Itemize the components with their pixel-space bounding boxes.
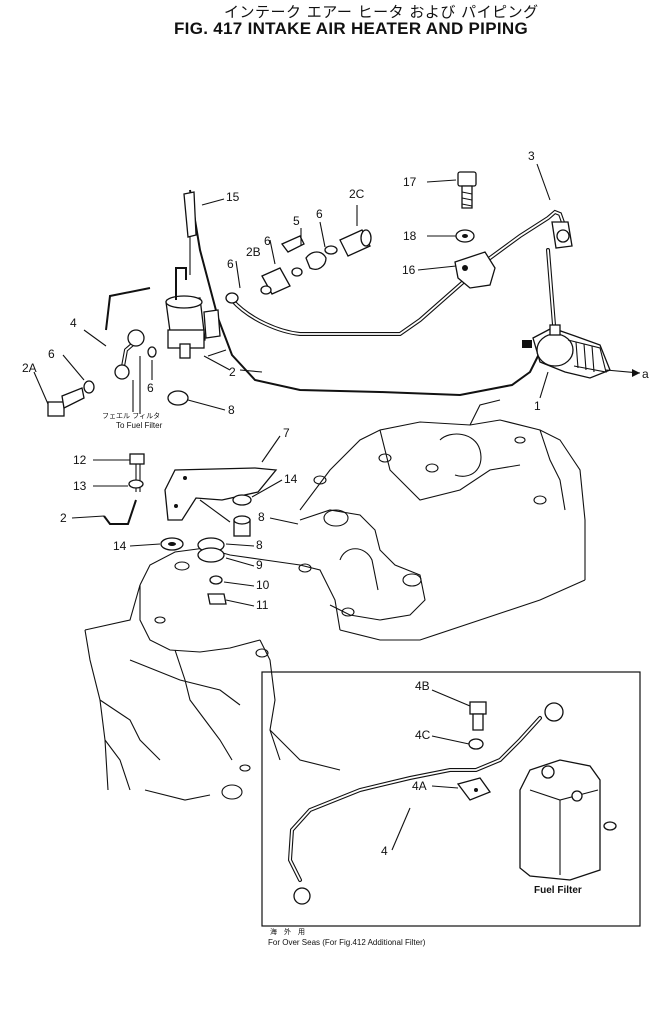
callout-4c: 4C xyxy=(415,728,431,742)
callout-17: 17 xyxy=(403,175,417,189)
eye-bolts-group xyxy=(225,229,372,304)
engine-block xyxy=(84,399,586,801)
callout-6c: 6 xyxy=(227,257,234,271)
callout-18: 18 xyxy=(403,229,417,243)
fuel-filter-label-jp: フェエル フィルタ xyxy=(102,411,160,420)
wire-2 xyxy=(103,499,137,525)
heater-body-2 xyxy=(105,267,231,371)
callout-2c: 2C xyxy=(349,187,365,201)
callout-1: 1 xyxy=(534,399,541,413)
callout-4: 4 xyxy=(70,316,77,330)
figure-title: FIG. 417 INTAKE AIR HEATER AND PIPING xyxy=(174,19,528,38)
callout-9: 9 xyxy=(256,558,263,572)
callout-2a: 2A xyxy=(22,361,37,375)
inset-fuel-filter-label: Fuel Filter xyxy=(534,885,582,896)
callout-14a: 14 xyxy=(284,472,298,486)
callout-6a: 6 xyxy=(316,207,323,221)
callout-4b: 4B xyxy=(415,679,430,693)
callout-2b: 2B xyxy=(246,245,261,259)
callout-a: a xyxy=(642,367,649,381)
inset-note-jp: 海 外 用 xyxy=(270,927,305,936)
callout-14b: 14 xyxy=(113,539,127,553)
washer-14a xyxy=(232,494,252,506)
callout-11: 11 xyxy=(256,598,269,612)
wire-15 xyxy=(183,189,541,397)
callout-16: 16 xyxy=(402,263,416,277)
callout-8-mid: 8 xyxy=(258,510,265,524)
callout-6b: 6 xyxy=(264,234,271,248)
title-japanese: インテーク エアー ヒータ および パイピング xyxy=(224,3,539,21)
callout-8-top: 8 xyxy=(228,403,235,417)
plate-8-top xyxy=(167,390,189,406)
callout-15: 15 xyxy=(226,190,240,204)
leader-lines xyxy=(33,163,551,851)
fuel-pipe-4 xyxy=(114,329,157,414)
spacer-stack xyxy=(197,515,251,605)
inset-note-en: For Over Seas (For Fig.412 Additional Fi… xyxy=(268,938,426,947)
washer-13 xyxy=(128,479,144,489)
callout-4a: 4A xyxy=(412,779,427,793)
callout-6d: 6 xyxy=(48,347,55,361)
washer-18 xyxy=(455,229,475,243)
inset-box xyxy=(261,671,641,927)
bolt-2A xyxy=(47,380,95,417)
pipe-assembly-3 xyxy=(230,209,573,336)
callout-5: 5 xyxy=(293,214,300,228)
bolt-17 xyxy=(457,171,477,209)
callout-labels: 3 15 17 18 16 2C 5 6 6 2B 6 4 6 2A 6 2 8… xyxy=(22,149,649,947)
callout-4-low: 4 xyxy=(381,844,388,858)
callout-6e: 6 xyxy=(147,381,154,395)
callout-13: 13 xyxy=(73,479,87,493)
callout-3: 3 xyxy=(528,149,535,163)
solenoid-valve-1 xyxy=(522,324,641,379)
fuel-filter-label-en: To Fuel Filter xyxy=(116,421,163,430)
callout-2-mid: 2 xyxy=(60,511,67,525)
callout-8b: 8 xyxy=(256,538,263,552)
callout-12: 12 xyxy=(73,453,87,467)
callout-10: 10 xyxy=(256,578,270,592)
callout-2-top: 2 xyxy=(229,365,236,379)
callout-7: 7 xyxy=(283,426,290,440)
